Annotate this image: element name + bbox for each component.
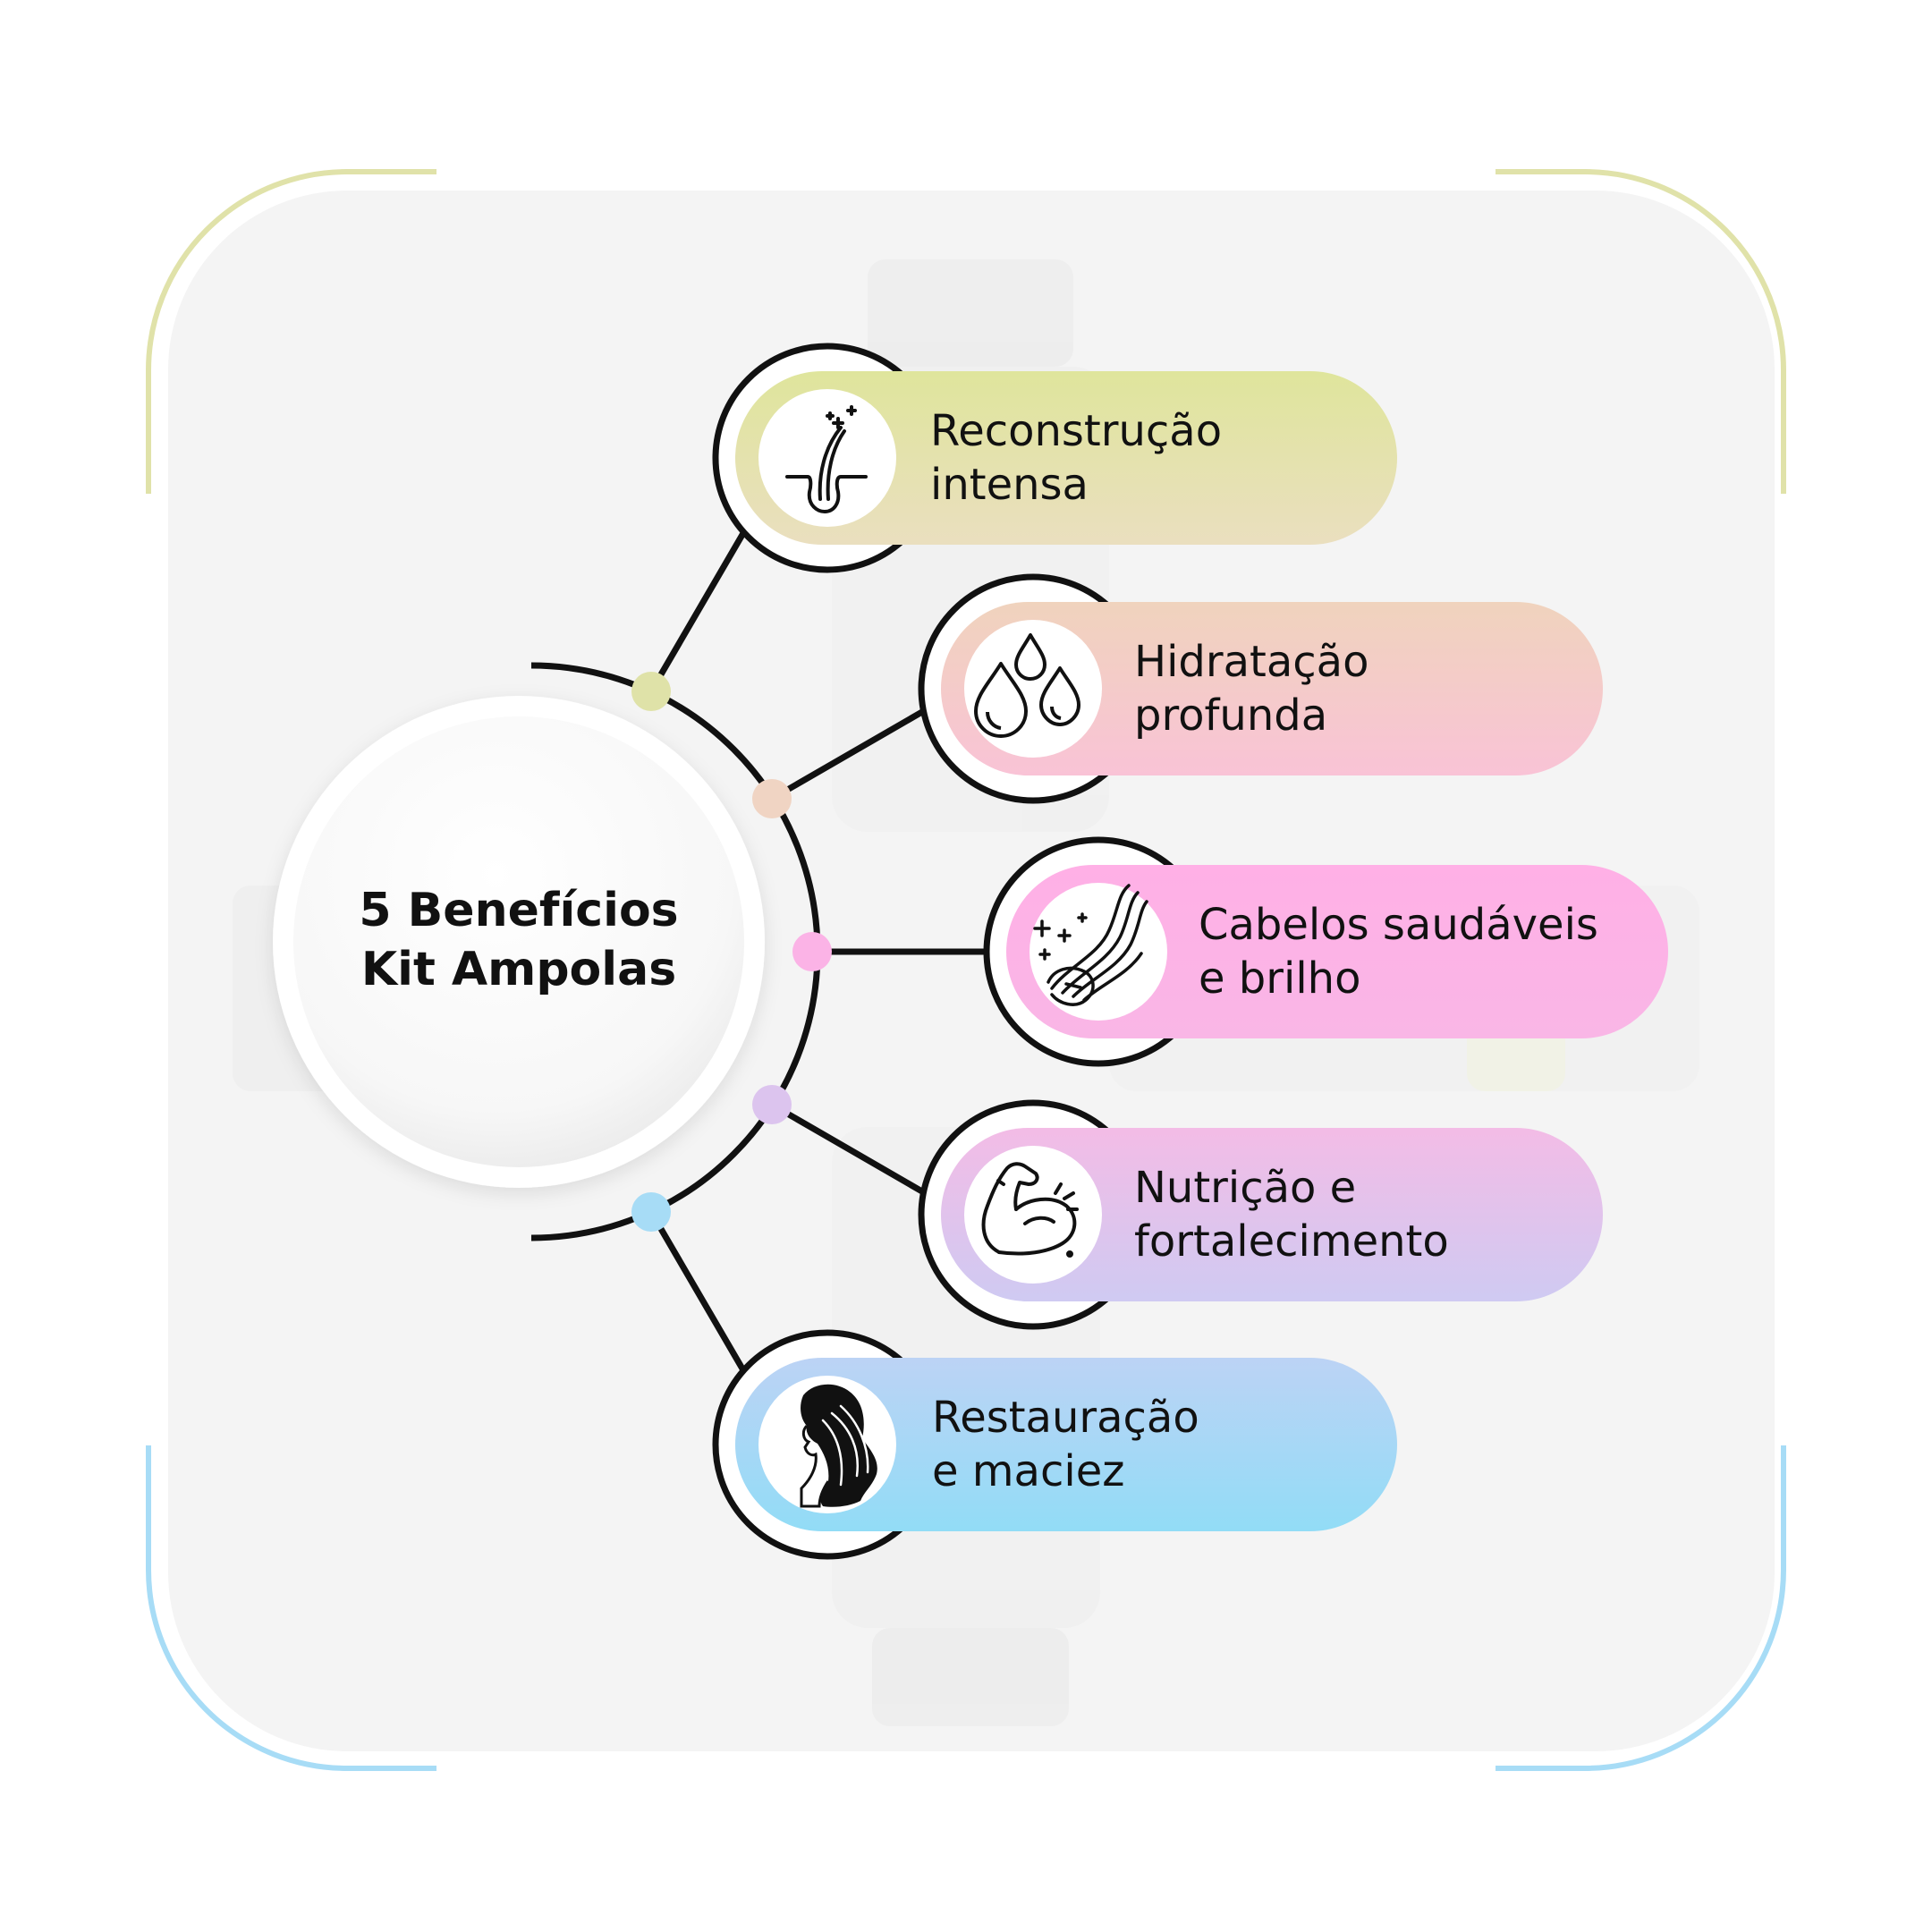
benefit-label-5: Restauração e maciez — [932, 1391, 1199, 1498]
benefit-1-line-1: Reconstrução — [930, 406, 1223, 456]
frame-bottom — [146, 1445, 1786, 1771]
junction-dot-4 — [752, 1085, 792, 1124]
strong-arm-icon — [981, 1162, 1079, 1258]
woman-hair-silhouette-icon — [800, 1384, 877, 1508]
center-title: 5 Benefícios Kit Ampolas — [295, 881, 742, 999]
benefit-2-line-2: profunda — [1134, 691, 1328, 741]
background-panel — [168, 191, 1775, 1751]
junction-dots — [631, 672, 832, 1232]
benefit-label-4: Nutrição e fortalecimento — [1134, 1161, 1449, 1268]
benefit-3-line-1: Cabelos saudáveis — [1199, 900, 1598, 950]
benefit-4-line-2: fortalecimento — [1134, 1216, 1449, 1267]
frame-top — [146, 169, 1786, 494]
junction-dot-3 — [792, 932, 832, 971]
junction-dot-5 — [631, 1192, 671, 1232]
benefit-3-line-2: e brilho — [1199, 953, 1361, 1004]
benefit-node-4 — [918, 1099, 1603, 1330]
benefit-node-1 — [712, 343, 1397, 573]
benefit-2-line-1: Hidratação — [1134, 637, 1369, 687]
benefit-1-line-2: intensa — [930, 460, 1089, 510]
water-drops-icon — [974, 633, 1080, 738]
benefit-5-line-1: Restauração — [932, 1393, 1199, 1443]
connector-lines — [648, 519, 993, 1385]
junction-dot-2 — [752, 779, 792, 818]
shiny-hair-icon — [1033, 884, 1148, 1006]
hair-follicle-icon — [785, 405, 868, 514]
benefit-node-3 — [983, 836, 1668, 1067]
center-node — [273, 696, 765, 1188]
benefit-label-3: Cabelos saudáveis e brilho — [1199, 898, 1598, 1005]
center-title-line-2: Kit Ampolas — [360, 943, 677, 996]
junction-dot-1 — [631, 672, 671, 711]
benefit-4-line-1: Nutrição e — [1134, 1163, 1357, 1213]
benefit-5-line-2: e maciez — [932, 1446, 1125, 1496]
benefit-label-1: Reconstrução intensa — [930, 404, 1222, 512]
center-title-line-1: 5 Benefícios — [359, 884, 679, 937]
benefit-label-2: Hidratação profunda — [1134, 635, 1368, 742]
